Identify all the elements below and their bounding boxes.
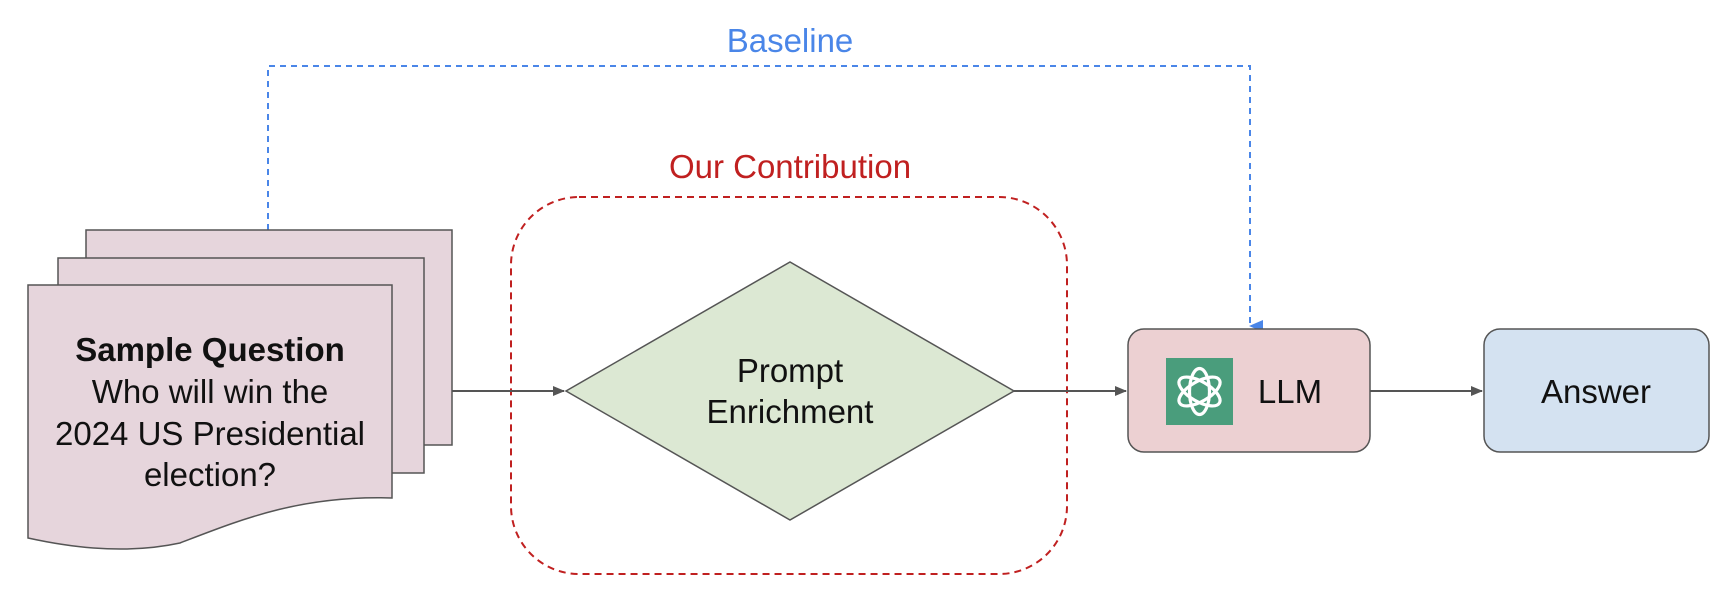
enrichment-line-2: Enrichment <box>707 393 874 430</box>
contribution-label: Our Contribution <box>669 148 911 185</box>
question-card-front <box>27 284 393 550</box>
question-card-title: Sample Question <box>75 331 345 368</box>
llm-box <box>1127 328 1371 453</box>
openai-logo-icon <box>1166 358 1233 425</box>
llm-label: LLM <box>1258 373 1322 410</box>
answer-box <box>1483 328 1710 453</box>
baseline-label: Baseline <box>727 22 854 59</box>
contribution-box <box>510 196 1068 575</box>
baseline-path <box>267 65 1263 332</box>
question-card-line-2: 2024 US Presidential <box>55 415 365 452</box>
question-card-line-1: Who will win the <box>92 373 329 410</box>
question-card-line-3: election? <box>144 456 276 493</box>
question-card-stack: Sample Question Who will win the 2024 US… <box>27 229 453 550</box>
answer-label: Answer <box>1541 373 1651 410</box>
enrichment-line-1: Prompt <box>737 352 843 389</box>
prompt-enrichment-diamond <box>564 261 1016 521</box>
